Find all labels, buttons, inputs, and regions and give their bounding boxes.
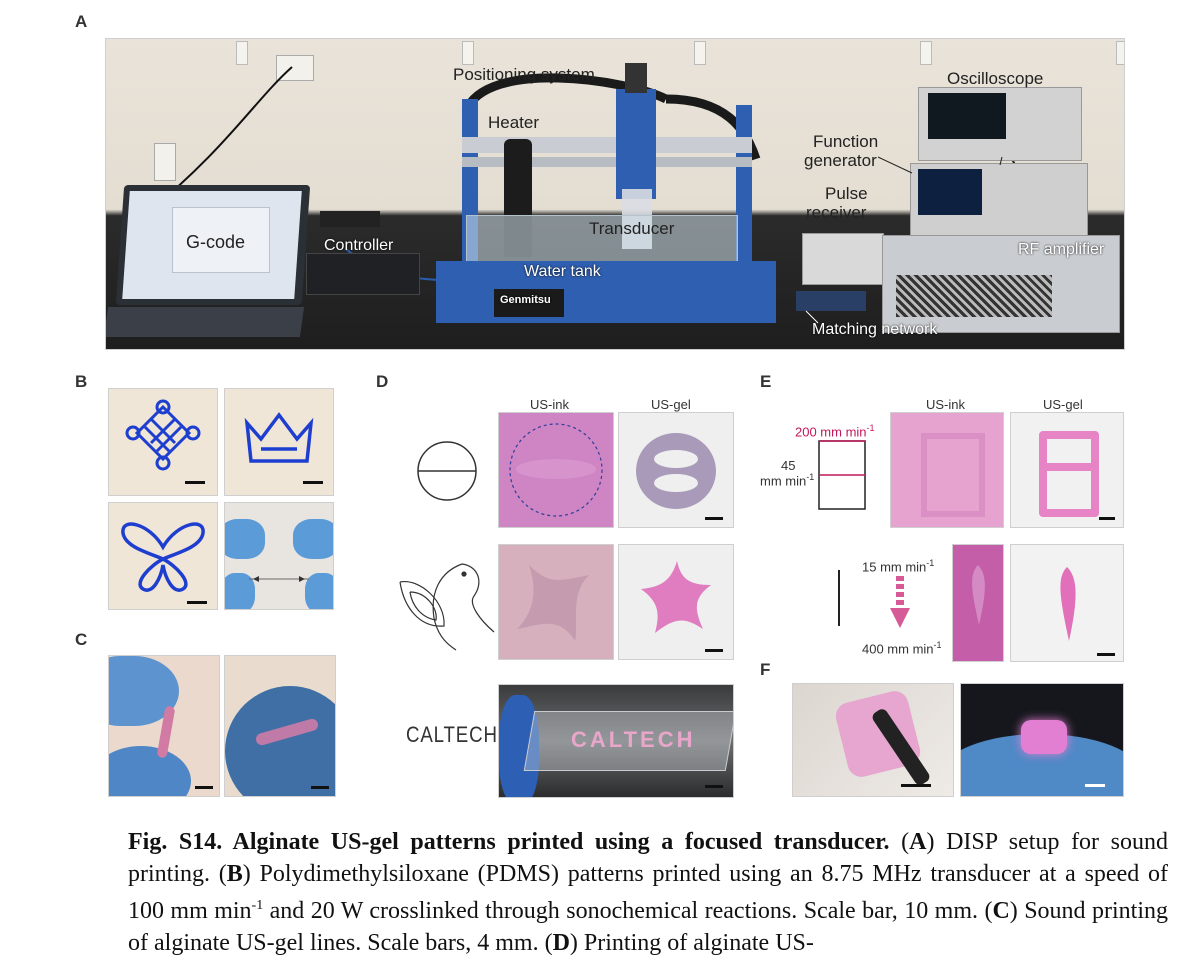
e-speed-45-line1: 45 (781, 458, 796, 473)
panel-letter-e: E (760, 372, 772, 391)
bird-pattern-icon (399, 563, 495, 651)
d-us-ink-bird-photo (498, 544, 614, 660)
e-speed-200: 200 mm min-1 (795, 423, 875, 440)
e-rect-pattern-icon (818, 440, 866, 510)
gel-line-photo-1 (108, 655, 220, 797)
f-gel-finger-photo (960, 683, 1124, 797)
label-function-generator-line2: generator (804, 151, 877, 170)
label-function-generator-line1: Function (813, 132, 879, 151)
gel-line-photo-2 (224, 655, 336, 797)
label-controller: Controller (324, 237, 394, 254)
label-positioning-system: Positioning system (453, 65, 595, 84)
e-col-us-gel: US-gel (1043, 397, 1083, 412)
label-pulse-receiver-line1: Pulse (825, 184, 868, 203)
d-us-ink-circle-photo (498, 412, 614, 528)
label-pulse-receiver-line2: receiver (806, 203, 867, 222)
e-us-ink-rect-photo (890, 412, 1004, 528)
panel-letter-b: B (75, 372, 88, 391)
e-us-gel-rect-photo (1010, 412, 1124, 528)
label-rf-amplifier: RF amplifier (1018, 241, 1105, 258)
label-matching-network: Matching network (812, 321, 938, 338)
caption-title: Fig. S14. Alginate US-gel patterns print… (128, 829, 890, 855)
label-water-tank: Water tank (524, 263, 601, 280)
circle-pattern-icon (417, 441, 477, 501)
label-oscilloscope: Oscilloscope (947, 69, 1044, 88)
e-speed-400: 400 mm min-1 (862, 640, 942, 657)
d-us-gel-star-photo (618, 544, 734, 660)
d-caltech-slide-photo: CALTECH (498, 684, 734, 798)
d-col-us-ink: US-ink (530, 397, 570, 412)
e-us-ink-teardrop-photo (952, 544, 1004, 662)
d-us-gel-circle-photo (618, 412, 734, 528)
e-speed-15: 15 mm min-1 (862, 558, 935, 575)
label-brand: Genmitsu (500, 294, 551, 306)
panel-letter-f: F (760, 660, 771, 679)
label-heater: Heater (488, 113, 540, 132)
pdms-butterfly-photo (108, 502, 218, 610)
figure-caption: Fig. S14. Alginate US-gel patterns print… (128, 829, 1168, 956)
setup-photo: Positioning system Oscilloscope Heater F… (105, 38, 1125, 350)
d-col-us-gel: US-gel (651, 397, 691, 412)
panel-letter-a: A (75, 12, 88, 31)
e-speed-arrow-icon (890, 576, 910, 628)
panel-letter-d: D (376, 372, 389, 391)
panel-letter-c: C (75, 630, 88, 649)
f-gel-tweezers-photo (792, 683, 954, 797)
pdms-crown-photo (224, 388, 334, 496)
caltech-print-text: CALTECH (571, 727, 696, 752)
label-transducer: Transducer (589, 219, 675, 238)
pdms-knot-photo (108, 388, 218, 496)
pdms-stretch-photo (224, 502, 334, 610)
caltech-pattern-text: CALTECH (406, 722, 498, 747)
label-gcode: G-code (186, 232, 246, 252)
e-us-gel-teardrop-photo (1010, 544, 1124, 662)
e-speed-45-line2: mm min-1 (760, 472, 815, 489)
e-scale-line (838, 570, 840, 626)
e-col-us-ink: US-ink (926, 397, 966, 412)
